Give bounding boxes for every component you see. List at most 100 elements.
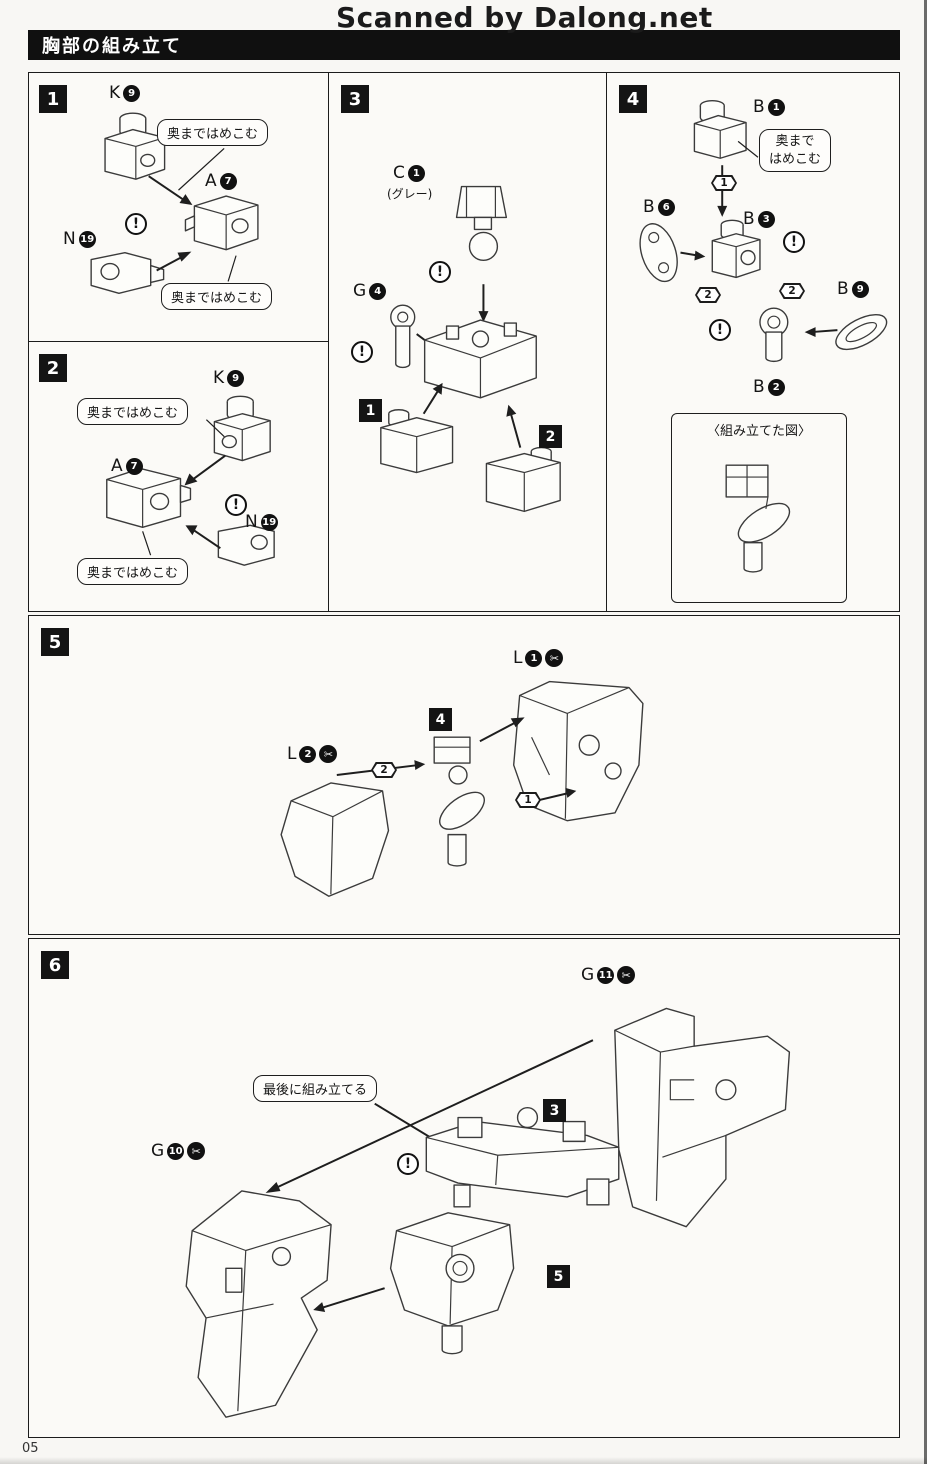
part-letter: L bbox=[513, 648, 523, 668]
part-label-L2: L 2 ✂ bbox=[287, 744, 338, 764]
part-letter: N bbox=[63, 229, 76, 249]
step4-panel: 4 B 1 奥まで はめこむ 1 B 6 B 3 ! 2 bbox=[606, 72, 900, 612]
part-number-circle: 19 bbox=[78, 230, 96, 248]
nippers-icon: ✂ bbox=[187, 1142, 206, 1160]
gray-color-note: (グレー) bbox=[387, 187, 433, 201]
nippers-icon: ✂ bbox=[319, 745, 338, 763]
warning-icon: ! bbox=[709, 319, 731, 341]
subassembly-4-badge: 4 bbox=[429, 708, 452, 731]
hex-number: 1 bbox=[524, 794, 532, 806]
part-letter: A bbox=[205, 171, 217, 191]
part-label-C1: C 1 bbox=[393, 163, 425, 183]
hex-connector-1: 1 bbox=[711, 175, 737, 191]
page-number: 05 bbox=[22, 1441, 39, 1456]
subassembly-1-badge: 1 bbox=[359, 399, 382, 422]
hex-connector-2: 2 bbox=[695, 287, 721, 303]
subassembly-3-badge: 3 bbox=[543, 1099, 566, 1122]
warning-icon: ! bbox=[351, 341, 373, 363]
warning-icon: ! bbox=[783, 231, 805, 253]
part-label-B2: B 2 bbox=[753, 377, 785, 397]
step5-number-badge: 5 bbox=[41, 628, 69, 656]
push-in-callout: 奥まで はめこむ bbox=[759, 129, 832, 173]
hex-shape-inner bbox=[697, 289, 719, 301]
nippers-icon: ✂ bbox=[545, 649, 564, 667]
part-number-circle: 19 bbox=[260, 513, 278, 531]
step2-number-badge: 2 bbox=[39, 354, 67, 382]
scan-edge-artifact bbox=[924, 0, 927, 1464]
callout-line: はめこむ bbox=[769, 151, 822, 167]
assembled-view-label: 〈組み立てた図〉 bbox=[706, 424, 811, 439]
part-letter: B bbox=[643, 197, 655, 217]
warning-icon: ! bbox=[225, 494, 247, 516]
part-number-circle: 7 bbox=[125, 457, 143, 475]
part-number-circle: 2 bbox=[767, 378, 785, 396]
step6-panel: 6 G 11 ✂ 最後に組み立てる 3 ! G 10 ✂ 5 bbox=[28, 938, 900, 1438]
step3-illustration bbox=[380, 185, 561, 513]
part-label-K9: K 9 bbox=[213, 368, 245, 388]
part-number-circle: 7 bbox=[219, 172, 237, 190]
hex-connector-2: 2 bbox=[371, 762, 397, 778]
watermark-text: Scanned by Dalong.net bbox=[336, 1, 713, 34]
part-letter: A bbox=[111, 456, 123, 476]
step4-number-badge: 4 bbox=[619, 85, 647, 113]
part-letter: N bbox=[245, 512, 258, 532]
step1-panel: 1 K 9 奥まではめこむ A 7 ! N 19 奥まではめこむ bbox=[28, 72, 329, 342]
part-number-circle: 3 bbox=[757, 210, 775, 228]
subassembly-5-badge: 5 bbox=[547, 1265, 570, 1288]
step6-illustration bbox=[185, 1007, 791, 1418]
hex-number: 1 bbox=[720, 177, 728, 189]
part-label-A7: A 7 bbox=[111, 456, 143, 476]
part-label-A7: A 7 bbox=[205, 171, 237, 191]
assemble-last-callout: 最後に組み立てる bbox=[253, 1075, 378, 1102]
part-label-G10: G 10 ✂ bbox=[151, 1141, 206, 1161]
part-letter: K bbox=[109, 83, 121, 103]
part-label-B3: B 3 bbox=[743, 209, 775, 229]
part-label-B9: B 9 bbox=[837, 279, 869, 299]
part-letter: L bbox=[287, 744, 297, 764]
push-in-callout: 奥まではめこむ bbox=[157, 119, 269, 146]
part-number-circle: 1 bbox=[525, 649, 543, 667]
part-letter: K bbox=[213, 368, 225, 388]
part-number-circle: 1 bbox=[767, 98, 785, 116]
part-label-B6: B 6 bbox=[643, 197, 675, 217]
step1-number-badge: 1 bbox=[39, 85, 67, 113]
part-number-circle: 2 bbox=[299, 745, 317, 763]
hex-connector-2: 2 bbox=[779, 283, 805, 299]
part-number-circle: 1 bbox=[407, 164, 425, 182]
hex-number: 2 bbox=[704, 289, 712, 301]
warning-icon: ! bbox=[125, 213, 147, 235]
part-letter: B bbox=[753, 97, 765, 117]
step3-panel: 3 C 1 (グレー) ! G 4 ! 1 2 bbox=[328, 72, 607, 612]
part-letter: G bbox=[151, 1141, 165, 1161]
part-number-circle: 9 bbox=[123, 84, 141, 102]
hex-connector-1: 1 bbox=[515, 792, 541, 808]
push-in-callout: 奥まではめこむ bbox=[161, 283, 273, 310]
part-number-circle: 11 bbox=[597, 966, 615, 984]
hex-number: 2 bbox=[380, 764, 388, 776]
part-number-circle: 4 bbox=[369, 282, 387, 300]
part-label-N19: N 19 bbox=[63, 229, 96, 249]
nippers-icon: ✂ bbox=[617, 966, 636, 984]
part-number-circle: 10 bbox=[167, 1142, 185, 1160]
push-in-callout: 奥まではめこむ bbox=[77, 398, 189, 425]
step5-panel: 5 L 1 ✂ 4 L 2 ✂ 2 1 bbox=[28, 615, 900, 935]
part-label-G4: G 4 bbox=[353, 281, 387, 301]
scan-bottom-shadow bbox=[0, 1457, 927, 1464]
step5-illustration bbox=[280, 680, 644, 897]
part-letter: C bbox=[393, 163, 405, 183]
callout-line: 奥まで bbox=[775, 134, 815, 149]
push-in-callout: 奥まではめこむ bbox=[77, 558, 189, 585]
step2-panel: 2 K 9 奥まではめこむ A 7 ! N 19 奥まではめこむ bbox=[28, 341, 329, 612]
part-letter: B bbox=[743, 209, 755, 229]
hex-number: 2 bbox=[788, 285, 796, 297]
assembled-view-box: 〈組み立てた図〉 bbox=[671, 413, 847, 603]
warning-icon: ! bbox=[429, 261, 451, 283]
step3-number-badge: 3 bbox=[341, 85, 369, 113]
part-number-circle: 9 bbox=[227, 369, 245, 387]
section-title: 胸部の組み立て bbox=[42, 36, 182, 57]
warning-icon: ! bbox=[397, 1153, 419, 1175]
part-letter: B bbox=[753, 377, 765, 397]
part-label-B1: B 1 bbox=[753, 97, 785, 117]
part-label-N19: N 19 bbox=[245, 512, 278, 532]
